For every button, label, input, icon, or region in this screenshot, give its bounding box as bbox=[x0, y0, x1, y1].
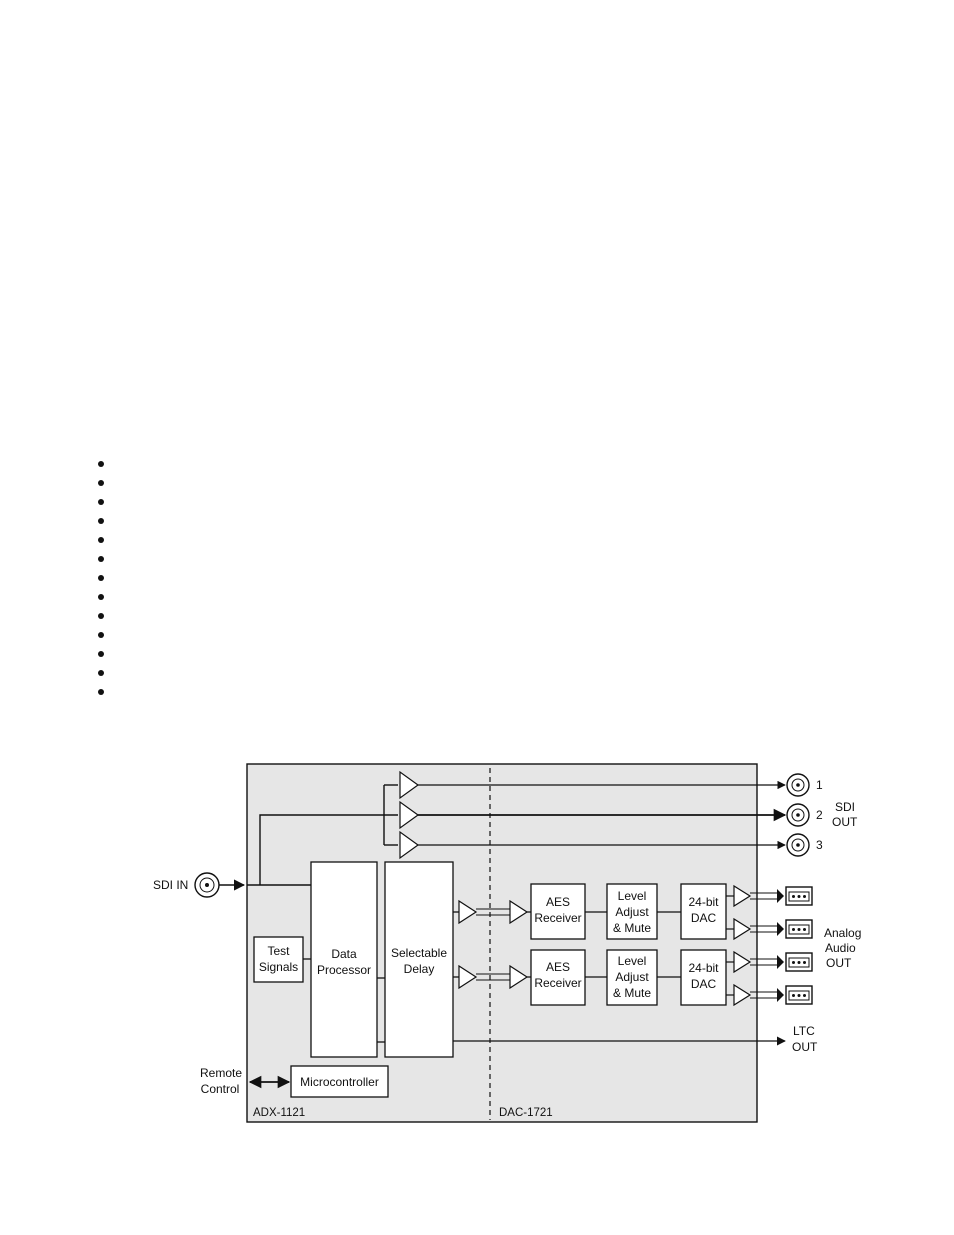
level-adjust-1-label-line1: Level bbox=[618, 889, 647, 903]
sdi-out-number-3: 3 bbox=[816, 838, 823, 852]
selectable-delay-block bbox=[384, 861, 454, 1058]
sdi-out-number-1: 1 bbox=[816, 778, 823, 792]
analog-audio-out-label-line1: Analog bbox=[824, 926, 861, 940]
level-adjust-2-label-line3: & Mute bbox=[613, 986, 651, 1000]
aes-driver-2-icon bbox=[458, 964, 478, 990]
aes-receiver-1-buffer-icon bbox=[509, 899, 529, 925]
ltc-out-label-line1: LTC bbox=[793, 1024, 815, 1038]
test-signals-label-line2: Signals bbox=[259, 960, 298, 974]
sdi-out-bnc-icon bbox=[786, 773, 810, 857]
data-processor-label-line2: Processor bbox=[317, 963, 371, 977]
aes-receiver-2-label-line1: AES bbox=[546, 960, 570, 974]
microcontroller-label: Microcontroller bbox=[300, 1075, 379, 1089]
bullet-marker bbox=[98, 553, 108, 572]
aes-receiver-1-label-line2: Receiver bbox=[534, 911, 581, 925]
bullet-marker bbox=[98, 667, 108, 686]
bullet-marker bbox=[98, 686, 108, 705]
test-signals-block bbox=[253, 936, 304, 983]
dac-2-label-line1: 24-bit bbox=[688, 961, 719, 975]
bullet-marker bbox=[98, 477, 108, 496]
sdi-out-number-2: 2 bbox=[816, 808, 823, 822]
level-adjust-1-label-line2: Adjust bbox=[615, 905, 649, 919]
sdi-out-label-line2: OUT bbox=[832, 815, 858, 829]
sdi-out-label-line1: SDI bbox=[835, 800, 855, 814]
sdi-out-2-driver-icon bbox=[399, 800, 420, 830]
board-label-right: DAC-1721 bbox=[499, 1107, 553, 1119]
selectable-delay-label-line1: Selectable bbox=[391, 946, 447, 960]
dac-1-block bbox=[680, 883, 727, 940]
bullet-marker bbox=[98, 629, 108, 648]
analog-audio-out-label-line2: Audio bbox=[825, 941, 856, 955]
level-adjust-2-label-line1: Level bbox=[618, 954, 647, 968]
dac-1-label-line1: 24-bit bbox=[688, 895, 719, 909]
board-label-left: ADX-1121 bbox=[253, 1107, 305, 1119]
remote-control-label-line2: Control bbox=[201, 1082, 240, 1096]
bullet-marker bbox=[98, 591, 108, 610]
microcontroller-block bbox=[290, 1065, 389, 1098]
analog-out-3 bbox=[726, 950, 813, 974]
sdi-in-label: SDI IN bbox=[153, 878, 188, 892]
dac-2-label-line2: DAC bbox=[691, 977, 717, 991]
remote-control-label-line1: Remote bbox=[200, 1066, 242, 1080]
level-adjust-1-block bbox=[606, 883, 658, 940]
bullet-marker bbox=[98, 496, 108, 515]
data-processor-block bbox=[310, 861, 378, 1058]
dac-1-label-line2: DAC bbox=[691, 911, 717, 925]
bullet-marker bbox=[98, 515, 108, 534]
analog-out-1 bbox=[726, 884, 813, 908]
selectable-delay-label-line2: Delay bbox=[404, 962, 435, 976]
analog-audio-out-label-line3: OUT bbox=[826, 956, 852, 970]
bullet-marker bbox=[98, 610, 108, 629]
test-signals-label-line1: Test bbox=[267, 944, 290, 958]
sdi-out-1-driver-icon bbox=[399, 770, 420, 800]
bullet-marker bbox=[98, 534, 108, 553]
aes-receiver-2-label-line2: Receiver bbox=[534, 976, 581, 990]
aes-receiver-2-block bbox=[530, 949, 586, 1006]
level-adjust-1-label-line3: & Mute bbox=[613, 921, 651, 935]
level-adjust-2-label-line2: Adjust bbox=[615, 970, 649, 984]
aes-receiver-1-label-line1: AES bbox=[546, 895, 570, 909]
data-processor-label-line1: Data bbox=[331, 947, 357, 961]
bullet-marker bbox=[98, 572, 108, 591]
sdi-out-3-driver-icon bbox=[399, 830, 420, 860]
bullet-marker bbox=[98, 458, 108, 477]
aes-receiver-2-buffer-icon bbox=[509, 964, 529, 990]
analog-out-4 bbox=[726, 983, 813, 1007]
bullet-marker bbox=[98, 648, 108, 667]
aes-driver-1-icon bbox=[458, 899, 478, 925]
dac-2-block bbox=[680, 949, 727, 1006]
analog-out-2 bbox=[726, 917, 813, 941]
bullet-list bbox=[98, 458, 108, 705]
ltc-out-label-line2: OUT bbox=[792, 1040, 818, 1054]
sdi-in-bnc-icon bbox=[194, 872, 220, 898]
